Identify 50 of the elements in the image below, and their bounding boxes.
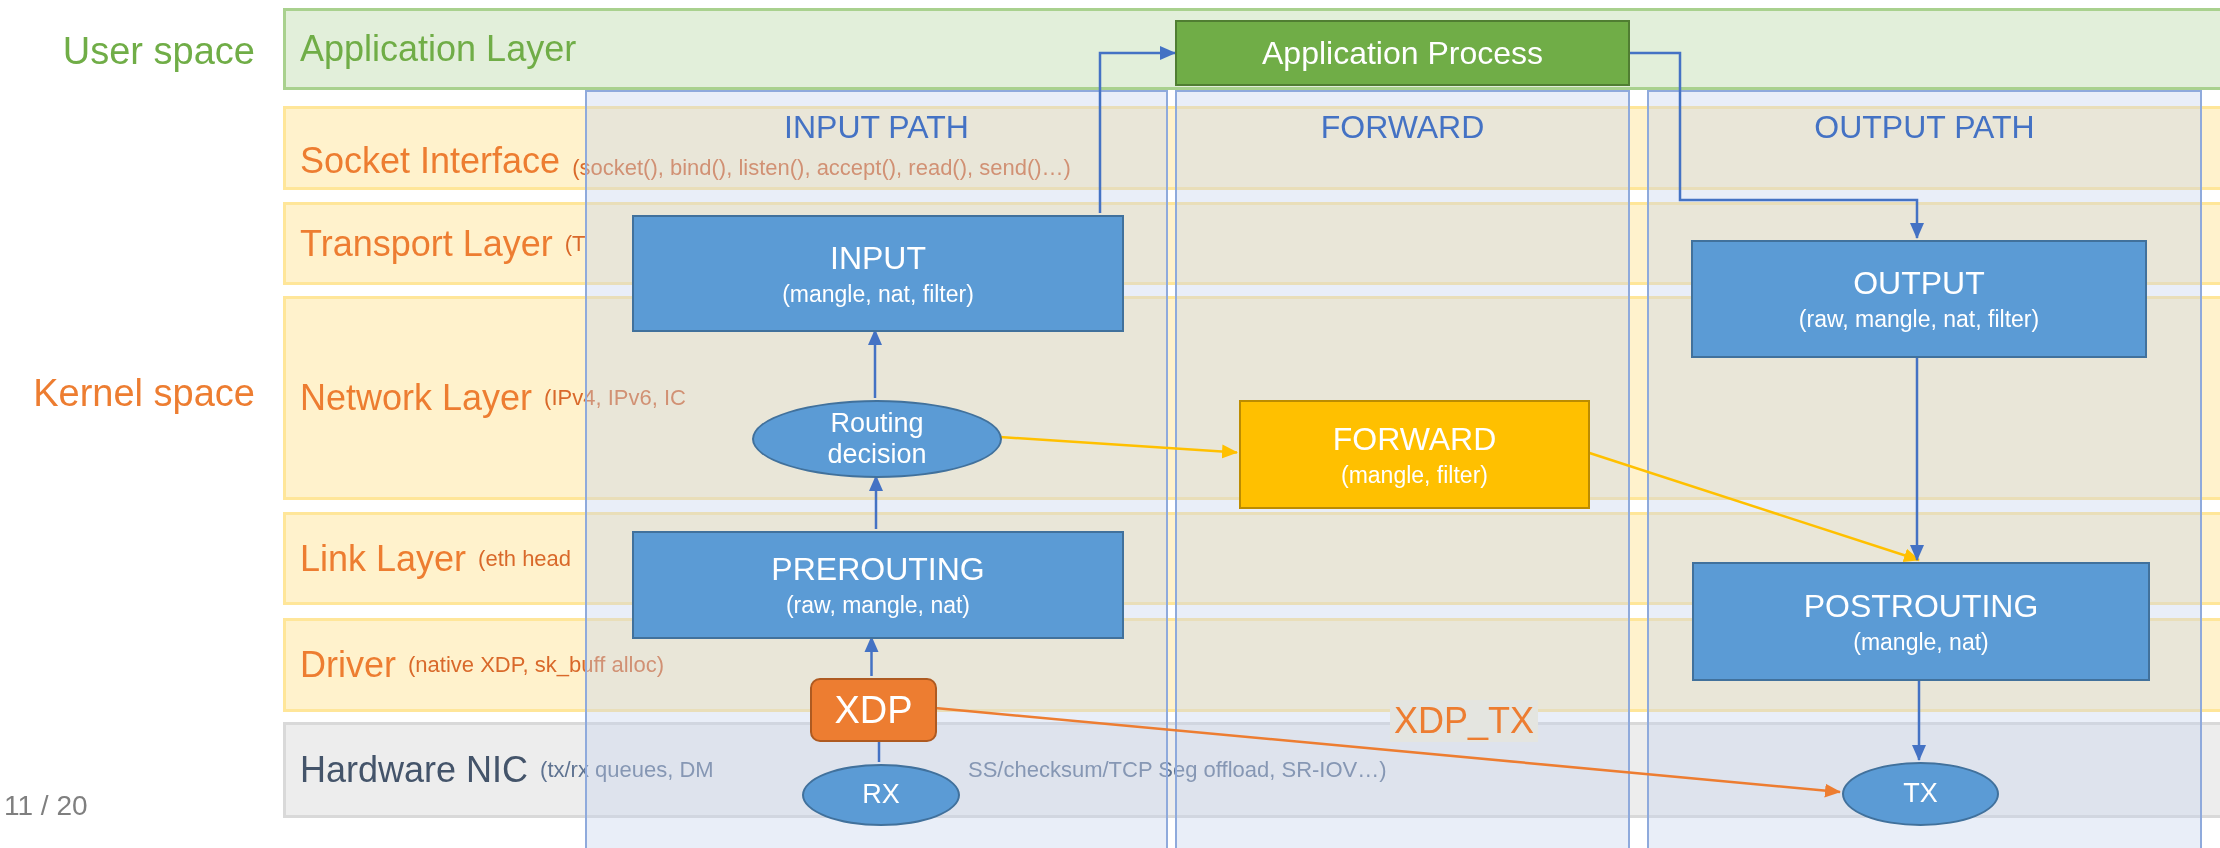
chain-box [632,215,1124,332]
process-box [1175,20,1630,86]
panel-title: FORWARD [1320,110,1485,146]
node-label: TX [1903,778,1938,810]
table-list: (mangle, nat) [1853,628,1989,656]
chain-name: INPUT [830,239,926,277]
side-label: User space [62,30,255,73]
chain-box [1239,400,1590,509]
node-label: RX [862,779,900,811]
arrow [869,475,883,529]
chain-name: OUTPUT [1853,265,1985,302]
chain-name: FORWARD [1332,420,1497,458]
table-list: (raw, mangle, nat) [785,592,971,619]
arrow [868,329,882,398]
hook-label: XDP [834,688,913,732]
connector-line [877,740,881,762]
layer-name: Network Layer [300,378,533,418]
layer-name: Transport Layer [300,223,553,264]
arrow [1910,356,1924,561]
chain-box [632,531,1124,639]
chain-name: PREROUTING [771,551,985,588]
panel-title: OUTPUT PATH [1814,110,2035,146]
node-label: Routing decision [826,407,928,471]
layer-name: Driver [300,645,396,685]
process-label: Application Process [1262,34,1543,72]
table-list: (raw, mangle, nat, filter) [1798,306,2040,333]
page-number: 11 / 20 [4,790,88,822]
layer-description: (eth head [478,545,572,572]
layer-name: Hardware NIC [300,750,529,790]
panel-title: INPUT PATH [784,110,969,146]
hook-box [810,678,937,742]
arrow [934,706,1841,798]
layer-name: Link Layer [300,538,467,579]
arrow [1912,679,1926,761]
table-list: (mangle, filter) [1341,461,1488,489]
table-list: (mangle, nat, filter) [782,280,974,308]
arrow [1098,46,1176,213]
path-panel [1647,90,2202,848]
arrow [1587,451,1920,562]
chain-box [1692,562,2150,681]
layer-name: Application Layer [300,29,577,69]
chain-name: POSTROUTING [1803,587,2039,625]
side-label: Kernel space [33,372,255,415]
arrow [999,435,1238,459]
edge-label: XDP_TX [1390,700,1539,742]
layer-name: Socket Interface [300,141,561,181]
arrow [864,636,879,676]
chain-box [1691,240,2147,358]
layer-description: (T [564,230,586,257]
arrow [1630,51,1924,239]
